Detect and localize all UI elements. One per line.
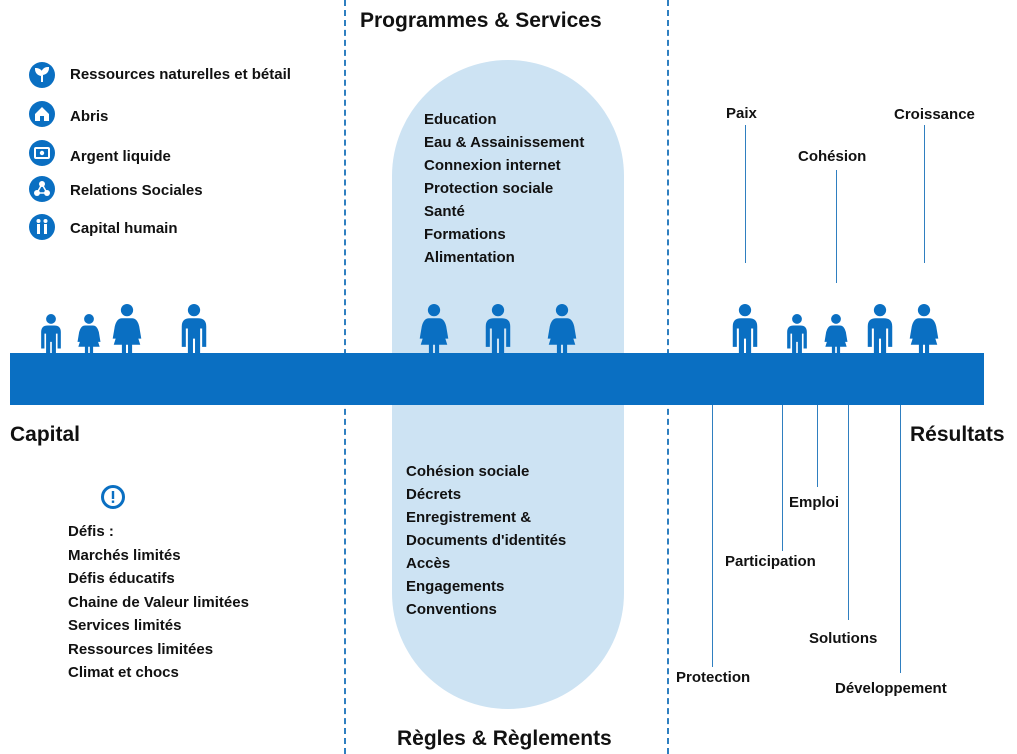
result-croissance: Croissance [894,106,975,123]
connector-participation [782,405,783,551]
list-item: Engagements [406,578,505,595]
regles-heading: Règles & Règlements [397,727,612,750]
capital-item-ressources: Ressources naturelles et bétail [70,66,291,83]
capital-item-relations: Relations Sociales [70,182,203,199]
cash-icon [29,140,55,166]
connector-solutions [848,405,849,620]
connector-croissance [924,125,925,263]
capital-heading: Capital [10,423,81,446]
list-item: Santé [424,203,465,220]
regles-pill [392,403,624,709]
list-item: Ressources limitées [68,640,214,658]
capital-item-abris: Abris [70,108,109,125]
programmes-list: Education Eau & Assainissement Connexion… [424,108,584,269]
connector-protection [712,405,713,667]
sprout-icon [29,62,55,88]
defis-block: Défis : Marchés limités Défis éducatifs … [68,520,249,685]
result-protection: Protection [676,669,751,686]
list-item: Décrets [406,486,462,503]
alert-icon [101,485,125,509]
list-item: Education [424,111,497,128]
family-icon [29,214,55,240]
list-item: Protection sociale [424,180,554,197]
connector-emploi [817,405,818,487]
result-participation: Participation [725,553,816,570]
capital-item-argent: Argent liquide [70,148,171,165]
list-item: Connexion internet [424,157,561,174]
list-item: Chaine de Valeur limitées [68,593,249,611]
connector-cohesion [836,170,837,283]
list-item: Services limités [68,617,182,634]
regles-list: Cohésion sociale Décrets Enregistrement … [406,460,566,621]
defis-title: Défis : [68,523,114,540]
list-item: Climat et chocs [68,664,179,681]
house-icon [29,101,55,127]
connector-paix [745,125,746,263]
result-solutions: Solutions [809,630,878,647]
list-item: Formations [424,226,506,243]
result-cohesion: Cohésion [798,148,867,165]
list-item: Enregistrement & [406,509,532,526]
timeline-band [10,353,984,405]
capital-item-capital-humain: Capital humain [70,220,178,237]
list-item: Eau & Assainissement [424,134,585,151]
list-item: Alimentation [424,249,515,266]
list-item: Défis éducatifs [68,570,175,587]
list-item: Conventions [406,601,497,618]
list-item: Documents d'identités [406,532,567,549]
result-emploi: Emploi [789,494,840,511]
programmes-heading: Programmes & Services [360,9,602,32]
list-item: Cohésion sociale [406,463,530,480]
list-item: Marchés limités [68,546,181,564]
result-developpement: Développement [835,680,947,697]
connector-developpement [900,405,901,673]
result-paix: Paix [726,105,757,122]
list-item: Accès [406,555,451,572]
resultats-heading: Résultats [910,423,1005,446]
network-icon [29,176,55,202]
